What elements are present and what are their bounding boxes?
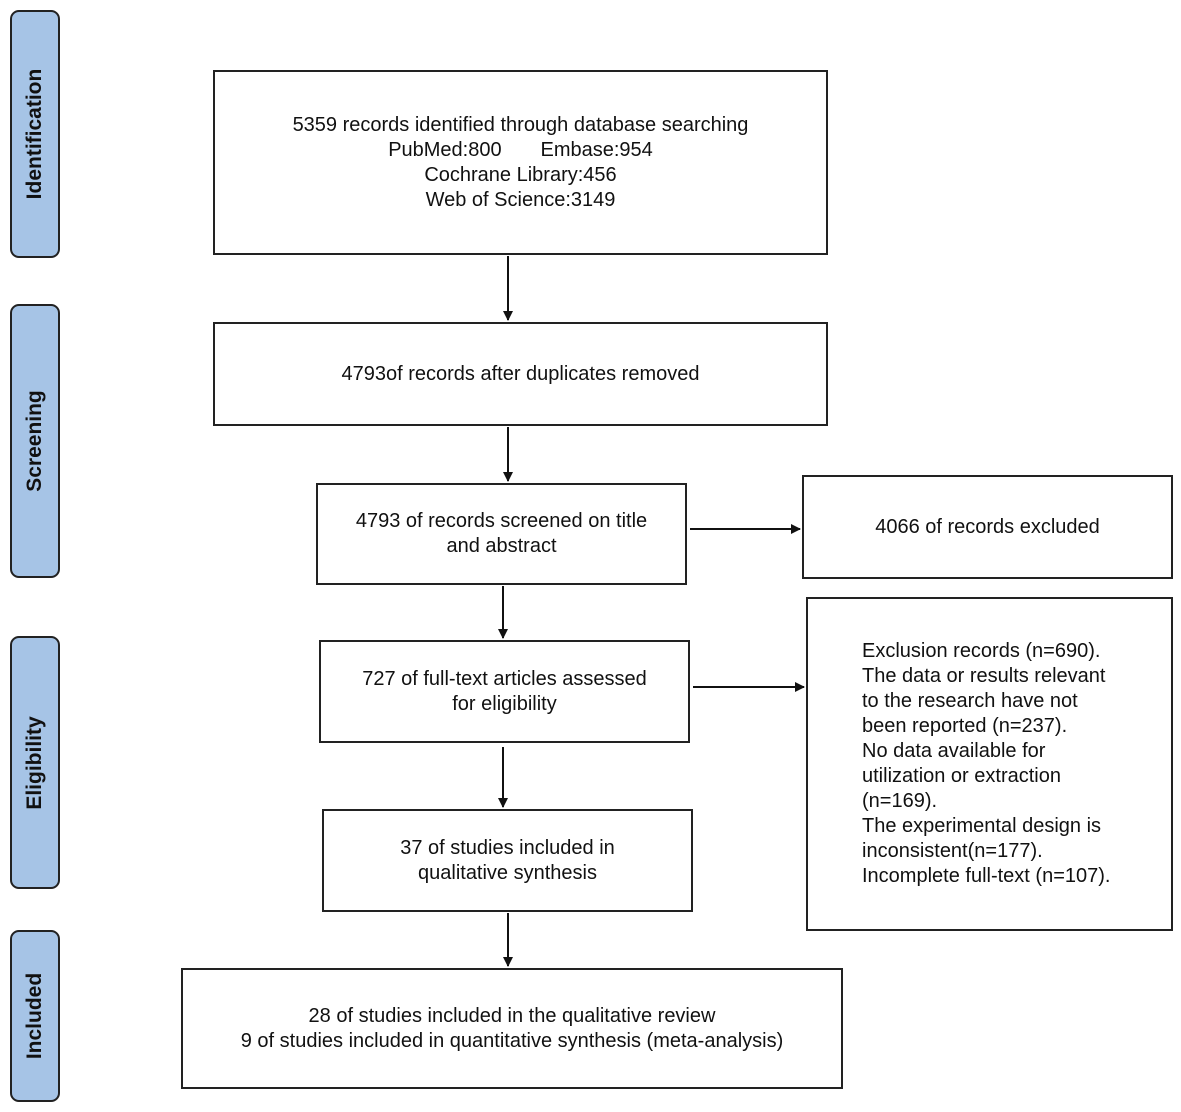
box-line: 28 of studies included in the qualitativ… [308,1004,716,1027]
box-line: utilization or extraction [862,765,1061,787]
box-line: PubMed:800 Embase:954 [388,138,653,161]
box-line: been reported (n=237). [862,715,1068,737]
box-line: The data or results relevant [862,665,1106,687]
box-line: Web of Science:3149 [425,188,616,211]
box-duplicates-removed: 4793of records after duplicates removed [213,322,828,426]
box-line: Incomplete full-text (n=107). [862,865,1111,887]
box-line: for eligibility [452,692,557,715]
box-exclusion-reasons: Exclusion records (n=690). The data or r… [806,597,1173,931]
box-line: qualitative synthesis [418,861,597,884]
stage-screening: Screening [10,304,60,578]
box-full-text-assessed: 727 of full-text articles assessed for e… [319,640,690,743]
box-line: 4793 of records screened on title [355,510,648,532]
box-line: 4793of records after duplicates removed [341,362,700,385]
box-line: 9 of studies included in quantitative sy… [240,1029,784,1052]
box-records-identified: 5359 records identified through database… [213,70,828,255]
box-line: No data available for [862,740,1046,762]
box-line: inconsistent(n=177). [862,840,1043,862]
box-line: 727 of full-text articles assessed [362,667,647,690]
box-line: The experimental design is [862,815,1102,837]
stage-included: Included [10,930,60,1102]
box-line: (n=169). [862,790,938,812]
box-line: to the research have not [862,690,1078,712]
box-records-screened: 4793 of records screened on title and ab… [316,483,687,585]
box-line: 4066 of records excluded [875,515,1100,538]
box-line: and abstract [446,535,557,557]
box-line: 5359 records identified through database… [292,113,749,136]
box-studies-included: 28 of studies included in the qualitativ… [181,968,843,1089]
stage-identification: Identification [10,10,60,258]
box-records-excluded: 4066 of records excluded [802,475,1173,579]
box-line: Cochrane Library:456 [424,163,617,186]
box-qualitative-synthesis: 37 of studies included in qualitative sy… [322,809,693,912]
box-line: 37 of studies included in [400,836,615,859]
stage-eligibility: Eligibility [10,636,60,889]
box-line: Exclusion records (n=690). [862,640,1101,662]
